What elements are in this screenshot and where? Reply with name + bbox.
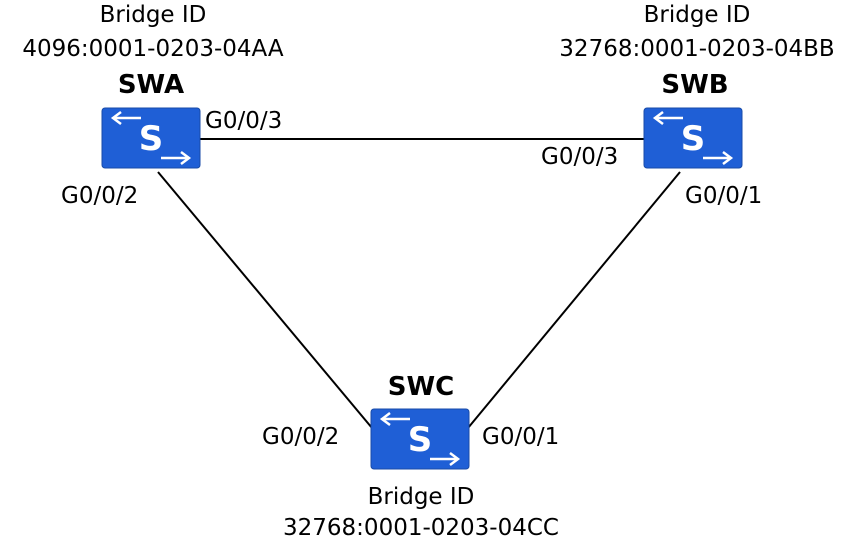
- switch-icon: S: [643, 107, 743, 169]
- link-swb-swc: [467, 171, 681, 429]
- link-swa-swc: [157, 171, 373, 429]
- svg-text:S: S: [681, 119, 706, 159]
- swa-port-g003: G0/0/3: [205, 108, 283, 134]
- swb-switch[interactable]: S: [643, 107, 743, 169]
- switch-icon: S: [101, 107, 201, 169]
- swa-port-g002: G0/0/2: [61, 183, 139, 209]
- swc-bridge-id: 32768:0001-0203-04CC: [283, 515, 559, 541]
- switch-icon: S: [370, 408, 470, 470]
- swa-name: SWA: [117, 70, 185, 100]
- svg-text:S: S: [408, 420, 433, 460]
- swb-port-g003: G0/0/3: [541, 144, 619, 170]
- svg-text:S: S: [139, 119, 164, 159]
- swc-bridge-id-label: Bridge ID: [367, 484, 475, 510]
- swc-name: SWC: [387, 372, 455, 402]
- swb-bridge-id: 32768:0001-0203-04BB: [559, 36, 835, 62]
- swb-name: SWB: [661, 70, 729, 100]
- swa-bridge-id: 4096:0001-0203-04AA: [22, 36, 284, 62]
- swc-switch[interactable]: S: [370, 408, 470, 470]
- swc-port-g001: G0/0/1: [482, 424, 560, 450]
- swb-bridge-id-label: Bridge ID: [643, 2, 751, 28]
- swb-port-g001: G0/0/1: [685, 183, 763, 209]
- swa-bridge-id-label: Bridge ID: [99, 2, 207, 28]
- swc-port-g002: G0/0/2: [262, 424, 340, 450]
- swa-switch[interactable]: S: [101, 107, 201, 169]
